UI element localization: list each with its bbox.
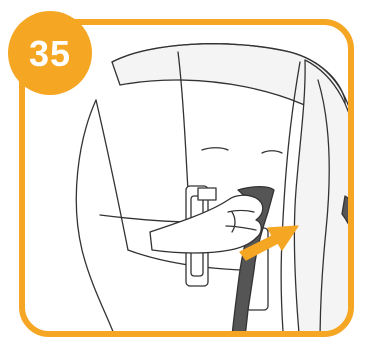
step-number: 35	[29, 33, 71, 75]
seat-left-wing	[76, 100, 118, 345]
seat-right-bolster	[294, 60, 358, 345]
step-number-badge: 35	[8, 11, 92, 95]
seat-left-wing-inner	[96, 100, 128, 250]
harness-slot-left	[202, 148, 228, 150]
buckle-clip	[198, 188, 216, 200]
harness-slot-right	[262, 151, 282, 153]
